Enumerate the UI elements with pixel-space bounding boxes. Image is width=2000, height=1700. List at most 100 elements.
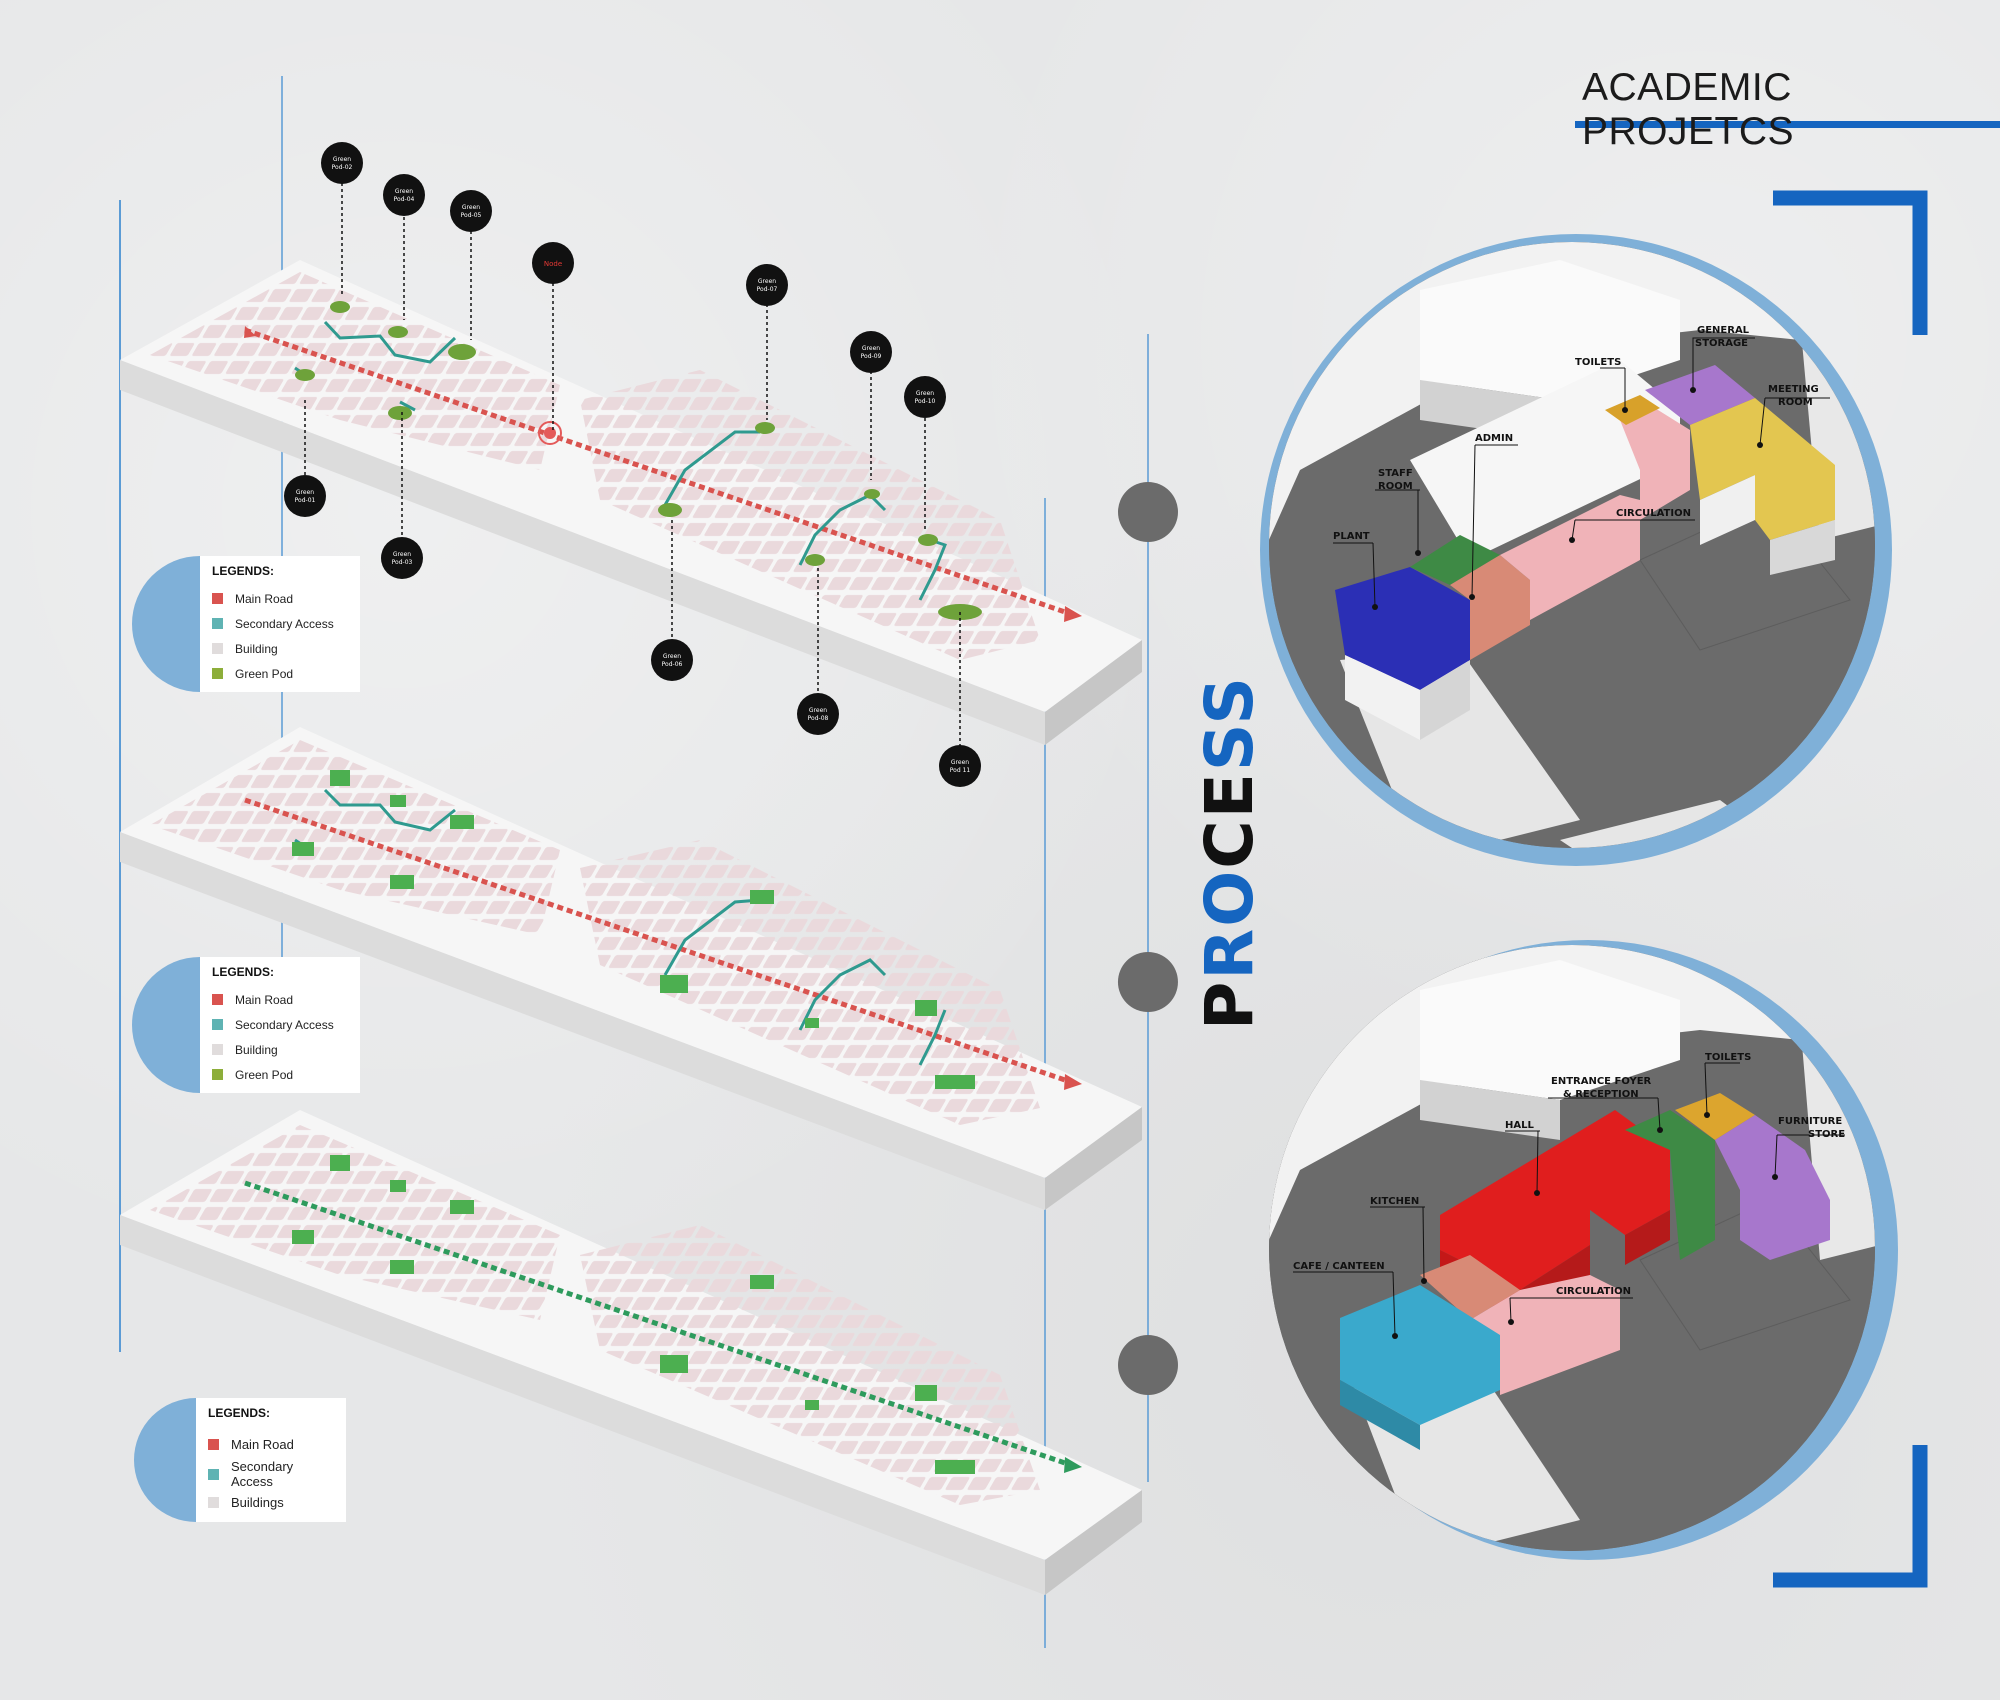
legend1-halfcircle bbox=[132, 556, 200, 692]
slab-3 bbox=[120, 1110, 1142, 1595]
main-road-1 bbox=[244, 327, 1066, 615]
room-staff bbox=[1410, 535, 1500, 585]
legend-swatch bbox=[212, 643, 223, 654]
legend-1-item: Secondary Access bbox=[212, 611, 346, 636]
pod-02-marker: Green Pod-02 bbox=[321, 142, 363, 184]
legend-3-item: Secondary Access bbox=[208, 1459, 332, 1489]
legend-1-item: Main Road bbox=[212, 586, 346, 611]
title-underline bbox=[1575, 121, 2000, 128]
label-entrance-1: ENTRANCE FOYER bbox=[1551, 1076, 1652, 1087]
room-toilets-2 bbox=[1675, 1093, 1755, 1140]
pod-05-l1: Green bbox=[462, 204, 480, 211]
pod-03-l1: Green bbox=[393, 551, 411, 558]
legend-label: Main Road bbox=[235, 992, 294, 1007]
pod-11-l1: Green bbox=[951, 759, 969, 766]
process-title: PROCESS bbox=[1191, 675, 1268, 1030]
legend-swatch bbox=[212, 618, 223, 629]
legend-label: Buildings bbox=[231, 1494, 284, 1510]
legend-3: LEGENDS: Main Road Secondary Access Buil… bbox=[196, 1398, 346, 1522]
legend-swatch bbox=[208, 1496, 219, 1508]
legend-swatch bbox=[212, 593, 223, 604]
corner-bracket-bottom bbox=[1773, 1445, 1928, 1588]
main-road-2 bbox=[244, 797, 1066, 1083]
process-p: P bbox=[1191, 979, 1268, 1030]
legend-swatch bbox=[212, 994, 223, 1005]
room-cafe bbox=[1340, 1285, 1500, 1425]
pod-02-l1: Green bbox=[333, 156, 351, 163]
corner-bracket-top bbox=[1773, 190, 1928, 335]
slab-node-3b bbox=[1148, 1335, 1178, 1395]
legend-label: Building bbox=[235, 641, 278, 656]
room-circulation-2 bbox=[1470, 1275, 1620, 1395]
legend-1-item: Building bbox=[212, 636, 346, 661]
slab-node-1 bbox=[1118, 482, 1148, 542]
pod-08-marker: Green Pod-08 bbox=[797, 693, 839, 735]
label-plant: PLANT bbox=[1333, 531, 1370, 542]
label-circulation-1: CIRCULATION bbox=[1616, 508, 1691, 519]
label-toilets-2: TOILETS bbox=[1705, 1052, 1751, 1063]
legend-swatch bbox=[212, 1044, 223, 1055]
pod-11-marker: Green Pod 11 bbox=[939, 745, 981, 787]
room-circulation-1b bbox=[1620, 405, 1690, 520]
label-staff-room-2: ROOM bbox=[1378, 481, 1413, 492]
label-circulation-2: CIRCULATION bbox=[1556, 1286, 1631, 1297]
pod-06-l1: Green bbox=[663, 653, 681, 660]
legend-3-heading: LEGENDS: bbox=[208, 1406, 271, 1420]
plan1-labels: GENERAL STORAGE TOILETS MEETING ROOM ADM… bbox=[1333, 325, 1830, 610]
legend-2: LEGENDS: Main Road Secondary Access Buil… bbox=[200, 957, 360, 1093]
legend-2-item: Green Pod bbox=[212, 1062, 346, 1087]
label-furniture-2: STORE bbox=[1808, 1129, 1845, 1140]
legend-label: Green Pod bbox=[235, 666, 294, 681]
pod-03-marker: Green Pod-03 bbox=[381, 537, 423, 579]
label-staff-room-1: STAFF bbox=[1378, 468, 1413, 479]
legend-2-heading: LEGENDS: bbox=[212, 965, 275, 979]
pod-07-l1: Green bbox=[758, 278, 776, 285]
room-storage bbox=[1645, 365, 1755, 425]
pod-10-marker: Green Pod-10 bbox=[904, 376, 946, 418]
slab-node-2 bbox=[1117, 951, 1148, 1012]
pod-10-l1: Green bbox=[916, 390, 934, 397]
legend-2-item: Secondary Access bbox=[212, 1012, 346, 1037]
legend-swatch bbox=[212, 668, 223, 679]
room-furniture bbox=[1715, 1115, 1830, 1260]
pod-03-l2: Pod-03 bbox=[392, 559, 413, 566]
pod-04-l1: Green bbox=[395, 188, 413, 195]
legend-label: Main Road bbox=[231, 1436, 294, 1452]
legend-label: Building bbox=[235, 1042, 278, 1057]
pod-05-marker: Green Pod-05 bbox=[450, 190, 492, 232]
room-admin bbox=[1450, 555, 1530, 660]
process-o: O bbox=[1191, 868, 1268, 927]
plan2-labels: TOILETS ENTRANCE FOYER & RECEPTION FURNI… bbox=[1293, 1052, 1845, 1339]
plan-2: TOILETS ENTRANCE FOYER & RECEPTION FURNI… bbox=[1269, 940, 1898, 1560]
legend-1-heading: LEGENDS: bbox=[212, 564, 275, 578]
room-hall bbox=[1440, 1110, 1670, 1290]
legend-label: Secondary Access bbox=[235, 616, 334, 631]
pod-09-marker: Green Pod-09 bbox=[850, 331, 892, 373]
legend-swatch bbox=[212, 1069, 223, 1080]
label-toilets-1: TOILETS bbox=[1575, 357, 1621, 368]
legend-2-item: Building bbox=[212, 1037, 346, 1062]
room-circulation-1 bbox=[1500, 495, 1640, 620]
legend-2-item: Main Road bbox=[212, 987, 346, 1012]
pod-01-l1: Green bbox=[296, 489, 314, 496]
pod-07-marker: Green Pod-07 bbox=[746, 264, 788, 306]
label-kitchen: KITCHEN bbox=[1370, 1196, 1419, 1207]
pod-08-l2: Pod-08 bbox=[808, 715, 829, 722]
process-s2: S bbox=[1191, 675, 1268, 725]
label-admin-1: ADMIN bbox=[1475, 433, 1513, 444]
pod-02-l2: Pod-02 bbox=[332, 164, 353, 171]
pod-09-l2: Pod-09 bbox=[861, 353, 882, 360]
room-entrance bbox=[1625, 1110, 1715, 1260]
legend-1: LEGENDS: Main Road Secondary Access Buil… bbox=[200, 556, 360, 692]
label-cafe: CAFE / CANTEEN bbox=[1293, 1261, 1385, 1272]
label-general-storage-2: STORAGE bbox=[1695, 338, 1748, 349]
process-c: C bbox=[1191, 818, 1268, 869]
legend3-halfcircle bbox=[134, 1398, 196, 1522]
pod-callouts: Green Pod-02 Green Pod-04 Green Pod-05 N… bbox=[284, 142, 981, 787]
legend-swatch bbox=[212, 1019, 223, 1030]
legend-3-item: Main Road bbox=[208, 1428, 332, 1460]
pod-01-l2: Pod-01 bbox=[295, 497, 316, 504]
pod-06-marker: Green Pod-06 bbox=[651, 639, 693, 681]
pod-11-l2: Pod 11 bbox=[950, 767, 971, 774]
room-meeting bbox=[1690, 398, 1835, 540]
